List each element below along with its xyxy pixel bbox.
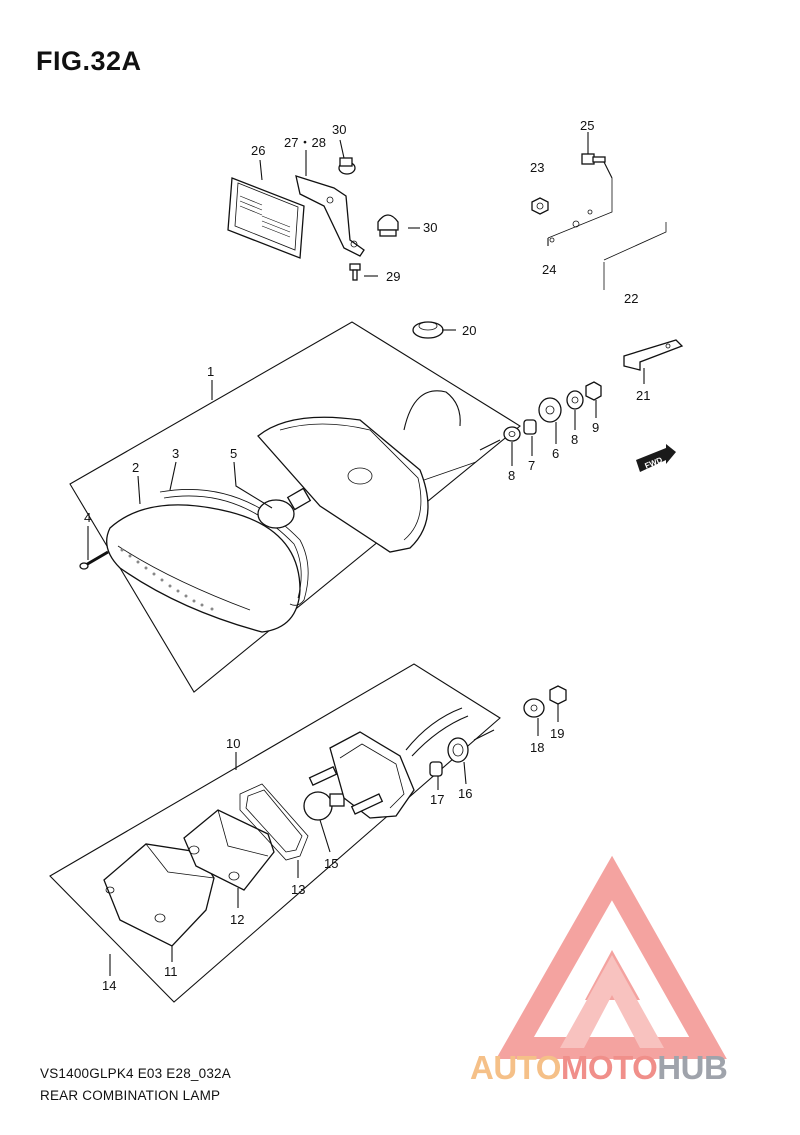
washer-8-right	[566, 390, 584, 410]
callout-15: 15	[324, 856, 338, 871]
grommet-16	[447, 737, 469, 763]
figure-model-code: VS1400GLPK4 E03 E28_032A	[40, 1066, 231, 1081]
socket-housing	[308, 707, 469, 819]
callout-20: 20	[462, 323, 476, 338]
callout-27-28: 27・28	[284, 135, 326, 150]
assembly-outline-1	[69, 321, 521, 693]
callout-18: 18	[530, 740, 544, 755]
callout-30-right: 30	[423, 220, 437, 235]
callout-30-upper: 30	[332, 122, 346, 137]
callout-3: 3	[172, 446, 179, 461]
callout-2: 2	[132, 460, 139, 475]
callout-8-right: 8	[571, 432, 578, 447]
screw-4	[79, 550, 109, 570]
callout-21: 21	[636, 388, 650, 403]
callout-6: 6	[552, 446, 559, 461]
axis-line-lower	[473, 729, 495, 741]
callout-1: 1	[207, 364, 214, 379]
axis-line-hardware	[479, 439, 501, 451]
callout-24: 24	[542, 262, 556, 277]
callout-8-left: 8	[508, 468, 515, 483]
assembly-outline-10	[49, 663, 501, 1003]
reflector-bracket-27-28	[295, 175, 365, 257]
license-lamp-cover-11	[103, 843, 215, 947]
bracket-21	[623, 339, 684, 371]
collar-17	[429, 761, 443, 777]
callout-26: 26	[251, 143, 265, 158]
callout-22: 22	[624, 291, 638, 306]
bolt-25	[581, 153, 606, 165]
callout-12: 12	[230, 912, 244, 927]
callout-23: 23	[530, 160, 544, 175]
callout-13: 13	[291, 882, 305, 897]
leader-lines	[87, 132, 645, 976]
nut-9	[585, 381, 602, 401]
callout-10: 10	[226, 736, 240, 751]
callout-25: 25	[580, 118, 594, 133]
callout-5: 5	[230, 446, 237, 461]
washer-8-left	[503, 426, 521, 442]
watermark-brand: AUTOMOTOHUB	[470, 1049, 728, 1086]
callout-9: 9	[592, 420, 599, 435]
gasket-3	[159, 489, 309, 606]
lamp-base-12	[183, 809, 275, 891]
watermark-hub: HUB	[657, 1049, 728, 1086]
nut-23	[531, 197, 549, 215]
watermark-auto: AUTO	[470, 1049, 561, 1086]
callout-7: 7	[528, 458, 535, 473]
plate-bracket-22-24	[547, 178, 667, 290]
bulb-5	[257, 487, 312, 529]
watermark-triangle-logo	[496, 855, 727, 1059]
callout-4: 4	[84, 510, 91, 525]
screw-29	[349, 263, 361, 281]
nut-30-upper	[338, 157, 356, 175]
figure-name: REAR COMBINATION LAMP	[40, 1088, 221, 1103]
callout-11: 11	[164, 964, 178, 979]
grommet-20	[412, 321, 444, 339]
callout-14: 14	[102, 978, 116, 993]
reflector-26	[227, 177, 305, 259]
gasket-13	[239, 783, 309, 861]
nut-19	[549, 685, 567, 705]
bulb-15	[303, 791, 345, 821]
collar-7	[523, 419, 537, 435]
lamp-housing-1	[257, 390, 477, 553]
damper-6	[538, 397, 562, 423]
callout-29: 29	[386, 269, 400, 284]
callout-19: 19	[550, 726, 564, 741]
fwd-arrow-icon	[636, 444, 676, 472]
figure-title: FIG.32A	[36, 46, 142, 76]
callout-labels: 1 2 3 4 5 6 7 8 8 9 10 11 12 13 14 15 16…	[84, 118, 650, 993]
watermark-moto: MOTO	[560, 1049, 658, 1086]
washer-18	[523, 698, 545, 718]
lamp-lens-2	[106, 504, 301, 633]
callout-16: 16	[458, 786, 472, 801]
callout-17: 17	[430, 792, 444, 807]
cap-nut-30	[377, 214, 399, 237]
